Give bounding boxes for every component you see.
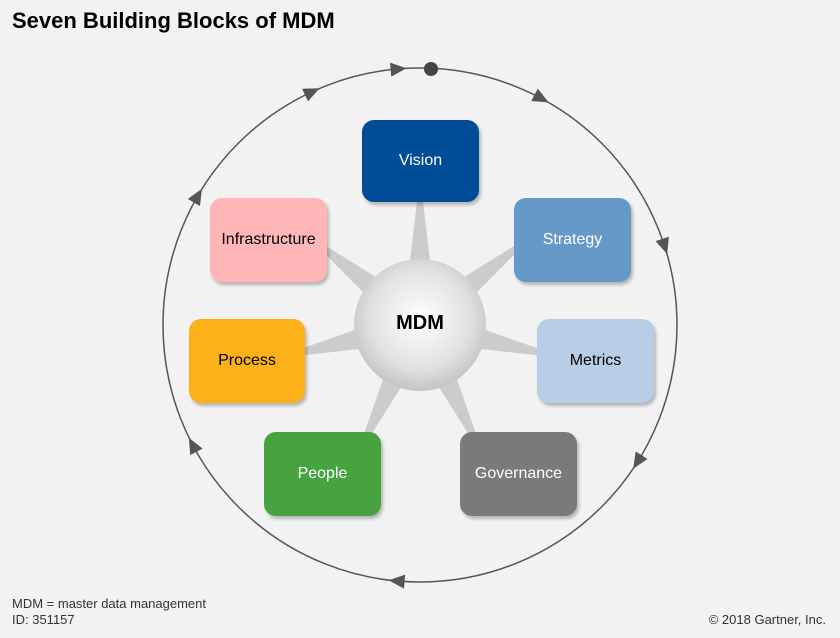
- hub-label: MDM: [396, 312, 444, 334]
- block-governance: Governance: [460, 432, 577, 516]
- page-title: Seven Building Blocks of MDM: [12, 8, 335, 33]
- arrow-icon: [187, 188, 202, 207]
- cycle-start-dot: [424, 62, 438, 76]
- star-ray: [407, 175, 433, 288]
- arrow-icon: [188, 437, 203, 456]
- footnote: MDM = master data management ID: 351157: [12, 596, 206, 628]
- block-process: Process: [189, 319, 305, 403]
- arrow-icon: [655, 236, 669, 255]
- arrow-icon: [633, 451, 648, 469]
- mdm-hub: [354, 259, 486, 391]
- block-people: People: [264, 432, 381, 516]
- block-metrics: Metrics: [537, 319, 654, 403]
- cycle-ring: [162, 67, 678, 583]
- copyright: © 2018 Gartner, Inc.: [708, 612, 826, 627]
- arrow-icon: [388, 574, 406, 589]
- block-vision: Vision: [362, 120, 479, 202]
- arrow-icon: [302, 88, 320, 102]
- block-infrastructure: Infrastructure: [210, 198, 327, 282]
- arrow-icon: [531, 88, 549, 103]
- arrow-icon: [390, 62, 407, 77]
- block-strategy: Strategy: [514, 198, 631, 282]
- footnote-definition: MDM = master data management: [12, 596, 206, 611]
- cycle-arrows: [187, 62, 669, 589]
- footnote-id: ID: 351157: [12, 612, 75, 627]
